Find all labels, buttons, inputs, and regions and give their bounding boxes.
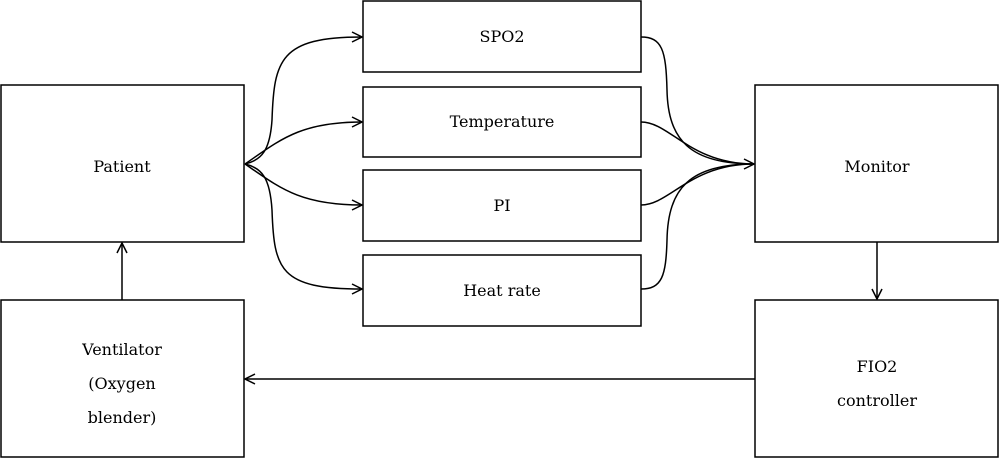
ventilator-node: Ventilator (Oxygen blender) — [0, 299, 245, 458]
arrow-pi-monitor — [640, 163, 755, 206]
fio2-label-line2: controller — [837, 391, 917, 410]
arrow-heat-rate-monitor — [640, 164, 754, 290]
spo2-node: SPO2 — [362, 0, 642, 73]
spo2-label: SPO2 — [479, 27, 524, 46]
pi-node: PI — [362, 169, 642, 242]
fio2-controller-node: FIO2 controller — [754, 299, 999, 458]
arrow-patient-pi — [244, 163, 362, 205]
heat-rate-label: Heat rate — [463, 281, 541, 300]
heat-rate-node: Heat rate — [362, 254, 642, 327]
fio2-label-line1: FIO2 — [857, 357, 898, 376]
arrow-patient-heat-rate — [244, 163, 362, 289]
arrow-patient-spo2 — [244, 37, 362, 165]
arrow-spo2-monitor — [640, 36, 755, 165]
pi-label: PI — [493, 196, 510, 215]
patient-node: Patient — [0, 84, 245, 243]
temperature-label: Temperature — [450, 112, 555, 131]
monitor-label: Monitor — [844, 157, 910, 176]
arrow-temperature-monitor — [640, 121, 755, 165]
ventilator-label-line2: (Oxygen — [88, 374, 155, 393]
ventilator-label-line1: Ventilator — [81, 340, 162, 359]
patient-label: Patient — [93, 157, 151, 176]
ventilator-label-line3: blender) — [88, 408, 157, 427]
temperature-node: Temperature — [362, 86, 642, 158]
monitor-node: Monitor — [754, 84, 999, 243]
arrow-patient-temperature — [244, 122, 362, 165]
